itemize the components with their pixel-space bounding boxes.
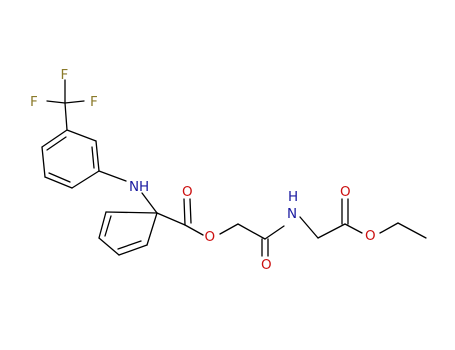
amine-nitrogen-atom: N [129,179,139,195]
carbonyl-oxygen-1: O [182,184,193,200]
amine-hydrogen-atom: H [139,179,149,195]
amide-nitrogen-atom: N [287,206,297,222]
amide-carbonyl-oxygen: O [261,257,272,273]
bond-lines [41,79,427,257]
amide-hydrogen-atom: H [288,189,298,205]
ester-oxygen-2: O [365,228,376,244]
fluorine-atom-top: F [61,67,69,83]
ester-oxygen-1: O [205,229,216,245]
fluorine-atom-right: F [90,94,98,110]
fluorine-atom-left: F [30,94,38,110]
ester-carbonyl-oxygen: O [340,184,351,200]
atom-labels: F F F N H O O O H N O O [30,67,376,273]
